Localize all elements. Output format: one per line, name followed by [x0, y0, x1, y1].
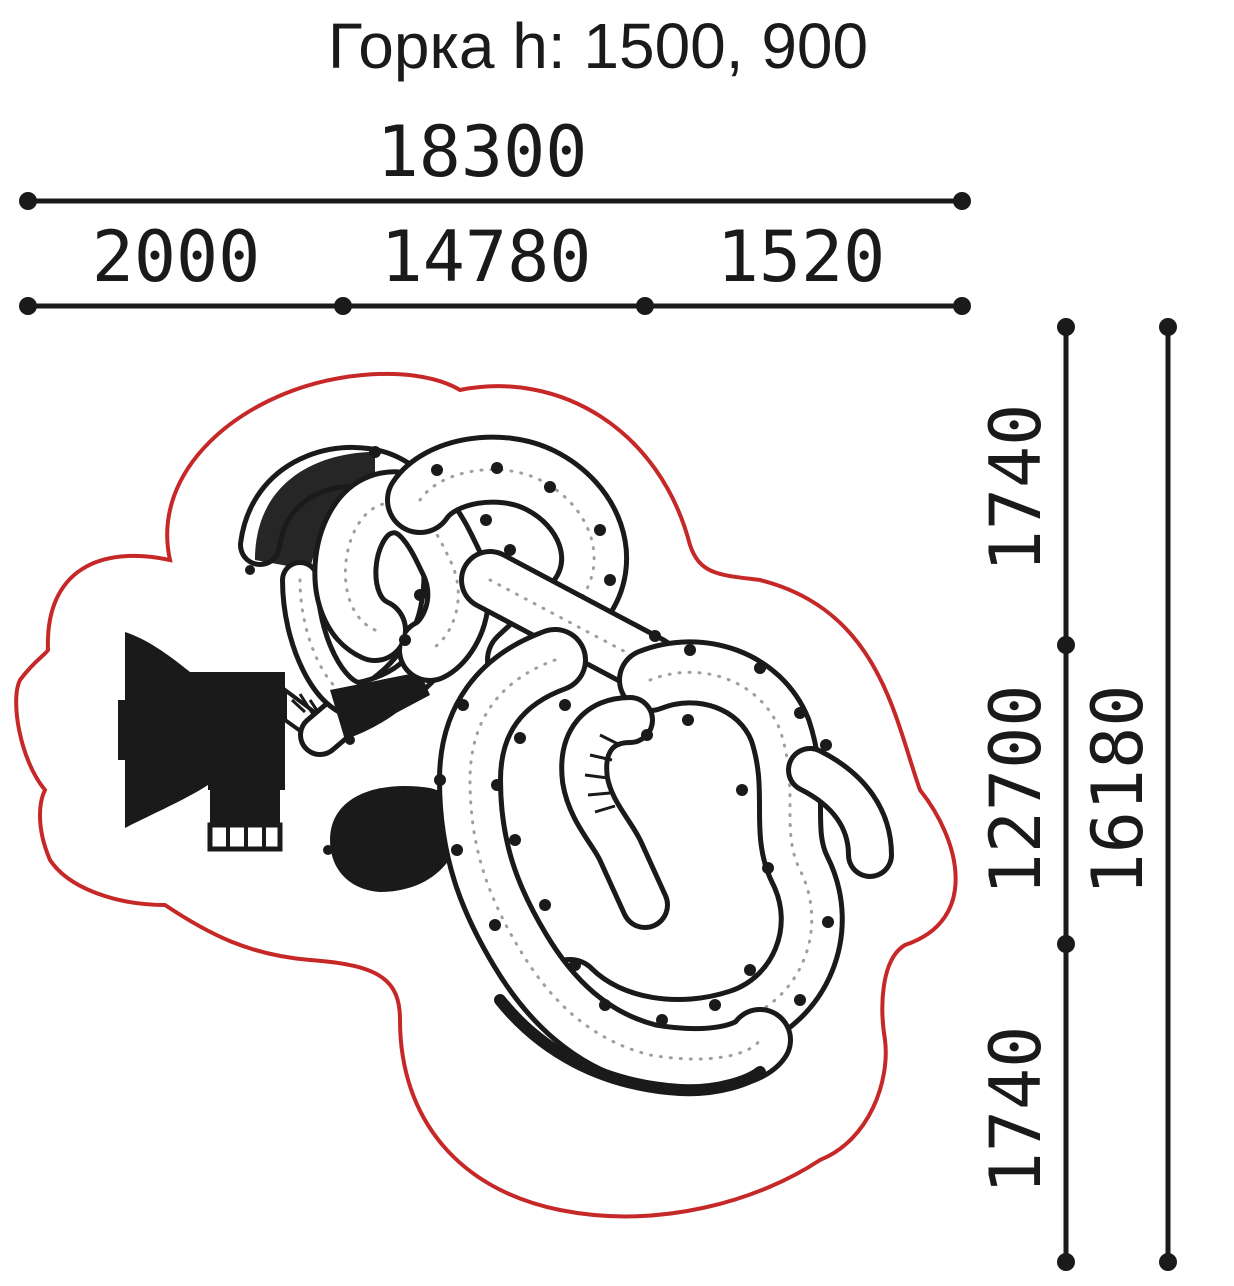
tower-ladder [207, 785, 283, 852]
drawing-title: Горка h: 1500, 900 [328, 10, 868, 82]
overall-width-dimension: 18300 [19, 111, 971, 210]
width-left-label: 2000 [92, 216, 261, 298]
segment-width-dimensions: 2000 14780 1520 [19, 216, 971, 315]
height-bottom-label: 1740 [975, 1026, 1057, 1195]
egg-play-element [330, 785, 462, 892]
segment-height-dimensions: 1740 12700 1740 [975, 318, 1075, 1271]
overall-height-label: 16180 [1077, 685, 1159, 896]
width-middle-label: 14780 [381, 216, 592, 298]
width-right-label: 1520 [717, 216, 886, 298]
height-top-label: 1740 [975, 404, 1057, 573]
diagonal-slide-section [459, 549, 681, 696]
overall-width-label: 18300 [377, 111, 588, 193]
height-middle-label: 12700 [975, 685, 1057, 896]
center-tube-slide [559, 695, 670, 930]
play-tower [118, 632, 285, 852]
overall-height-dimension: 16180 [1077, 318, 1177, 1271]
slide-joints [245, 446, 834, 1026]
safety-zone-boundary [14, 371, 958, 1219]
lower-serpentine-slide [437, 627, 793, 1097]
